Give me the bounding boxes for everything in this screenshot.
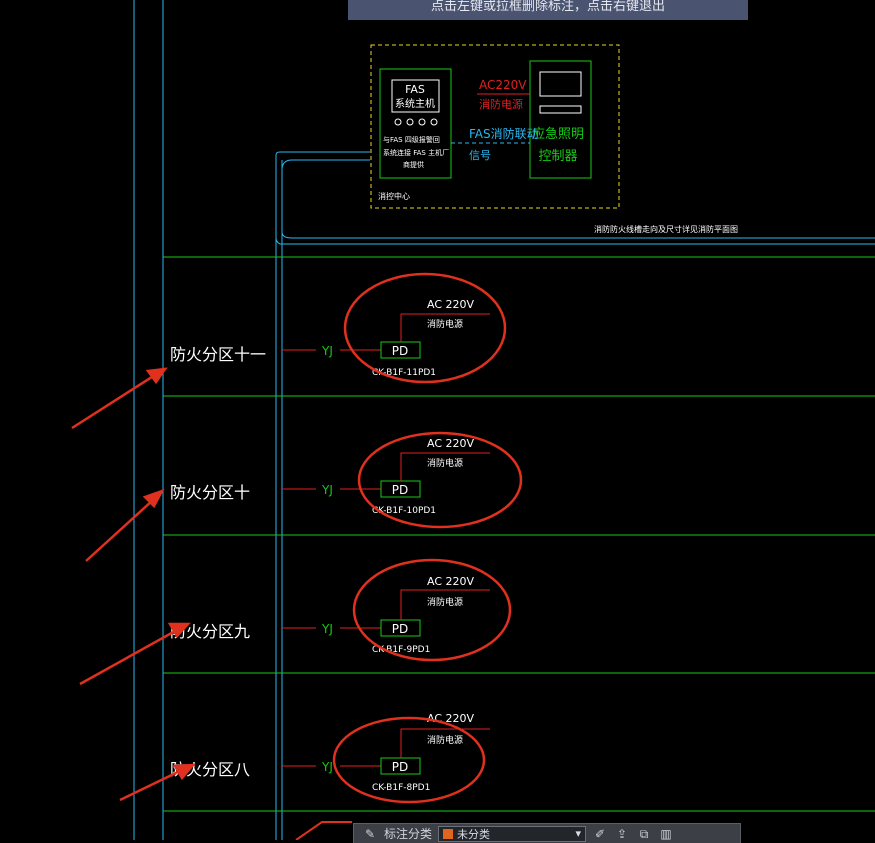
annotation-arrow [85,488,165,562]
color-swatch [443,828,454,839]
zone-name: 防火分区九 [170,622,250,641]
svg-text:控制器: 控制器 [538,149,577,164]
svg-text:消防电源: 消防电源 [427,596,463,608]
cable-label: YJ [321,483,333,497]
svg-text:FAS: FAS [405,83,425,96]
svg-text:应急照明: 应急照明 [532,126,584,142]
zone-row-1[interactable]: 防火分区十 YJ PD AC 220V 消防电源 CK-B1F-10PD1 [85,431,523,562]
annotation-circle [332,716,486,804]
svg-text:消防电源: 消防电源 [427,734,463,746]
markup-toolbar[interactable]: ✎ 标注分类 未分类 ▾ ✐ ⇪ ⧉ ▥ [353,823,741,843]
svg-text:AC220V: AC220V [479,78,527,92]
svg-text:PD: PD [392,344,408,358]
annotation-circle [352,558,512,662]
svg-text:消防电源: 消防电源 [427,318,463,330]
svg-text:FAS消防联动: FAS消防联动 [469,126,539,141]
copy-icon[interactable]: ⧉ [639,826,649,841]
panel-code: CK-B1F-10PD1 [372,506,436,516]
panel-code: CK-B1F-9PD1 [372,645,430,655]
category-label: 标注分类 [384,827,433,841]
svg-text:消防电源: 消防电源 [427,457,463,469]
annotation-circle [343,272,507,384]
category-select[interactable]: 未分类 ▾ [438,825,587,842]
zone-row-2[interactable]: 防火分区九 YJ PD AC 220V 消防电源 CK-B1F-9PD1 [79,558,512,686]
svg-text:PD: PD [392,483,408,497]
vertical-cable-tray [133,0,875,840]
svg-text:PD: PD [392,622,408,636]
panel-code: CK-B1F-8PD1 [372,783,430,793]
cable-label: YJ [321,760,333,774]
panel-code: CK-B1F-11PD1 [372,368,436,378]
routing-note: 消防防火线槽走向及尺寸详见消防平面图 [594,224,738,234]
hint-bar: 点击左键或拉框删除标注，点击右键退出 [348,0,748,20]
fire-control-center[interactable]: FAS 系统主机 与FAS 四级报警回 系统连接 FAS 主机厂 商提供 应急照… [370,44,620,209]
pen-icon[interactable]: ✐ [594,826,606,841]
zone-row-3[interactable]: 防火分区八 YJ PD AC 220V 消防电源 CK-B1F-8PD1 [119,712,490,804]
annotation-circle [357,431,523,529]
svg-text:信号: 信号 [469,149,491,162]
zone-row-0[interactable]: 防火分区十一 YJ PD AC 220V 消防电源 CK-B1F-11PD1 [71,272,507,430]
svg-text:商提供: 商提供 [403,160,424,169]
svg-text:消防电源: 消防电源 [479,97,523,111]
annotation-arrow [79,622,191,686]
svg-text:与FAS 四级报警回: 与FAS 四级报警回 [383,135,440,144]
svg-text:AC 220V: AC 220V [427,298,475,311]
annotation-arrow [71,367,168,430]
chevron-down-icon: ▾ [575,827,582,840]
markup-icon[interactable]: ✎ [364,826,376,841]
svg-text:消控中心: 消控中心 [378,191,410,201]
annotation-line [295,821,352,840]
emergency-lighting-controller: 应急照明 控制器 [529,60,592,179]
svg-text:PD: PD [392,760,408,774]
cable-label: YJ [321,622,333,636]
svg-text:AC 220V: AC 220V [427,437,475,450]
trash-icon[interactable]: ▥ [660,826,672,841]
cable-label: YJ [321,344,333,358]
svg-text:AC 220V: AC 220V [427,712,475,725]
zone-name: 防火分区十一 [170,345,266,364]
category-value: 未分类 [457,827,491,841]
svg-text:AC 220V: AC 220V [427,575,475,588]
zone-name: 防火分区十 [170,483,250,502]
upload-icon[interactable]: ⇪ [616,826,628,841]
annotation-arrow [119,763,196,802]
svg-text:系统连接 FAS 主机厂: 系统连接 FAS 主机厂 [383,148,449,157]
svg-text:系统主机: 系统主机 [395,97,435,110]
fas-host-box: FAS 系统主机 与FAS 四级报警回 系统连接 FAS 主机厂 商提供 [379,68,452,179]
zone-boundaries [163,256,875,812]
